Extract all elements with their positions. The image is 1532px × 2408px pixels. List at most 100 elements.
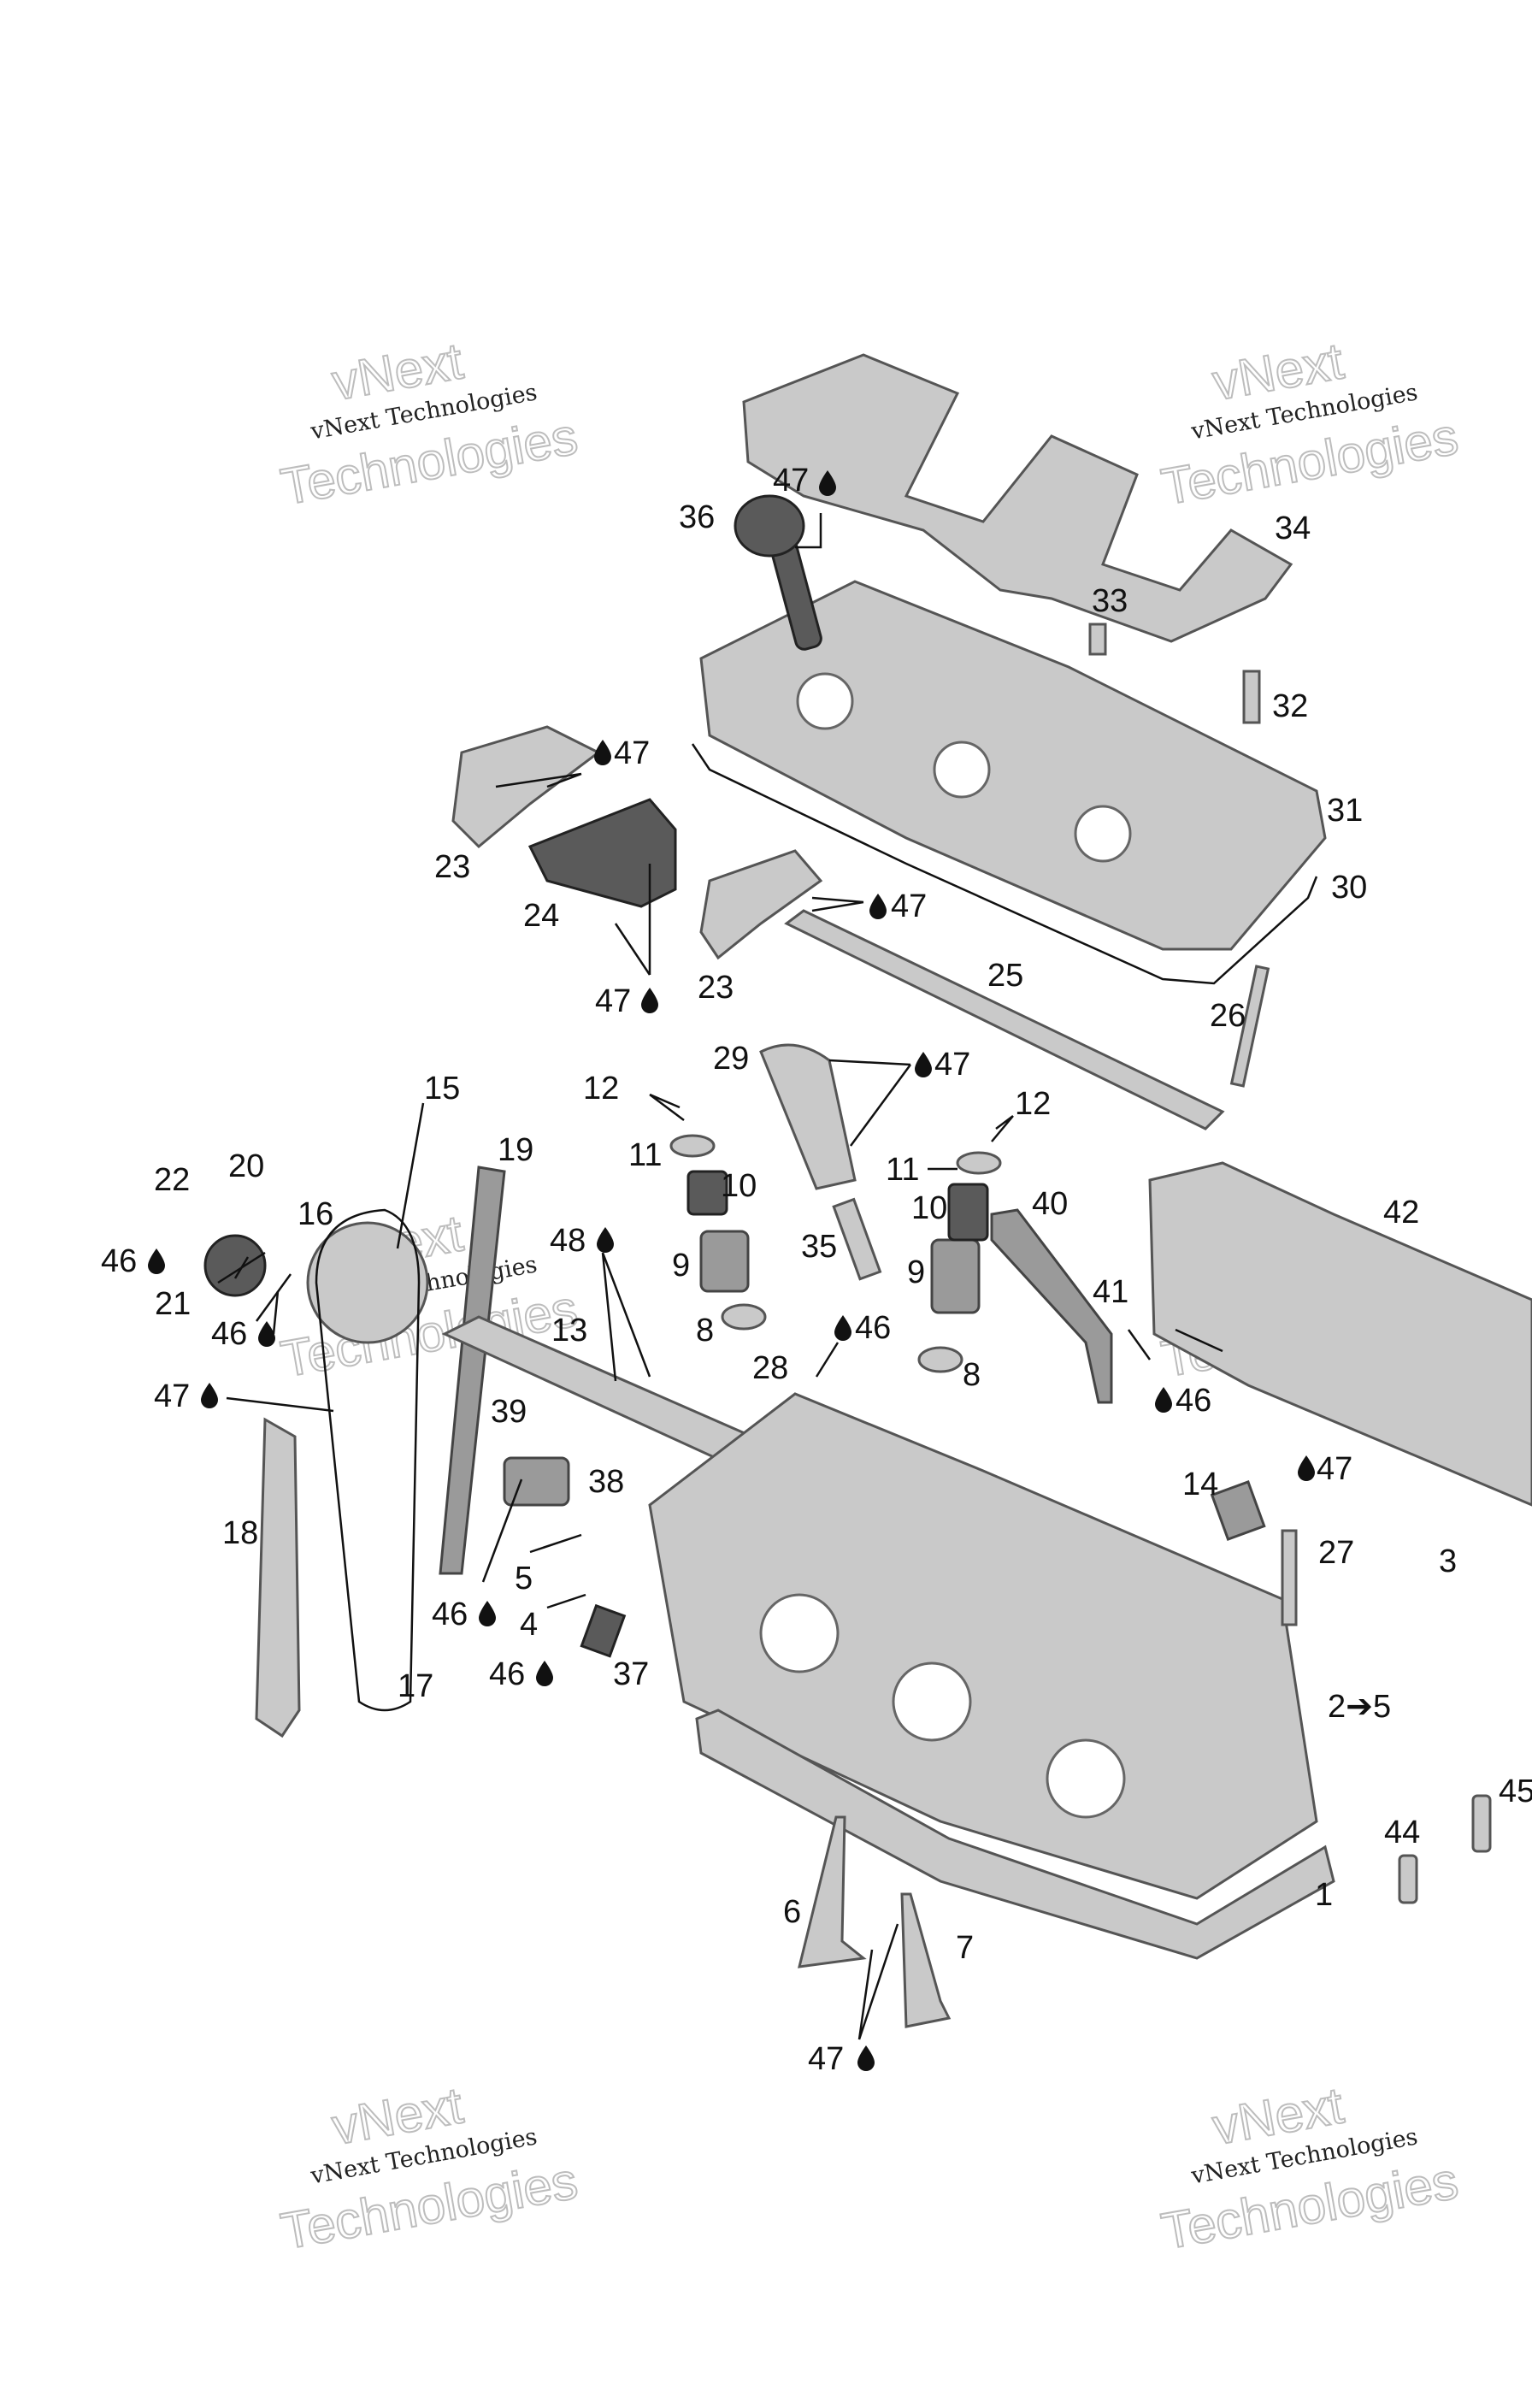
oil-drop-icon [834, 1315, 851, 1341]
part-27-stud [1281, 1529, 1298, 1626]
part-29-tube [759, 1043, 857, 1190]
part-20-tensioner [203, 1234, 267, 1297]
label-29: 29 [713, 1041, 749, 1077]
oil-drop-icon [594, 740, 611, 765]
part-32-bolt [1242, 670, 1261, 724]
label-16: 16 [298, 1196, 333, 1232]
label-47-chain: 47 [154, 1378, 190, 1414]
label-46-41: 46 [1176, 1383, 1211, 1419]
label-44: 44 [1384, 1815, 1420, 1850]
label-2: 2➔5 [1328, 1689, 1391, 1725]
label-41: 41 [1093, 1274, 1128, 1310]
label-4: 4 [520, 1607, 538, 1643]
label-18: 18 [222, 1515, 258, 1551]
label-25: 25 [987, 958, 1023, 994]
label-5: 5 [515, 1561, 533, 1596]
label-38: 38 [588, 1464, 624, 1500]
label-14: 14 [1182, 1467, 1218, 1502]
label-12b: 12 [1015, 1086, 1051, 1122]
label-37: 37 [613, 1656, 649, 1692]
label-23b: 23 [698, 970, 734, 1006]
label-32: 32 [1272, 688, 1308, 724]
label-47-r1: 47 [614, 735, 650, 771]
oil-drop-icon [819, 470, 836, 496]
part-17-chain [315, 1208, 421, 1712]
label-47-r2: 47 [891, 888, 927, 924]
label-6: 6 [783, 1894, 801, 1930]
oil-drop-icon [148, 1248, 165, 1274]
label-42: 42 [1383, 1195, 1419, 1231]
label-35: 35 [801, 1229, 837, 1265]
watermark-top-right: vNext vNext Technologies Technologies [1157, 331, 1464, 516]
leader-lines [217, 513, 1223, 2040]
part-10-spring-seat [947, 1183, 989, 1242]
oil-drop-icon [479, 1601, 496, 1626]
part-10-spring-seat [686, 1170, 728, 1216]
oil-drop-icon [1298, 1455, 1315, 1481]
part-38-sensor [503, 1456, 570, 1507]
part-8-seal [721, 1303, 767, 1331]
oil-drop-icon [536, 1661, 553, 1686]
label-47-14: 47 [1317, 1451, 1352, 1487]
watermark-bottom-left: vNext vNext Technologies Technologies [276, 2075, 583, 2261]
part-40-bracket [990, 1208, 1113, 1404]
part-26-bolt [1229, 965, 1270, 1088]
part-31-valve-cover [699, 580, 1327, 951]
label-33: 33 [1092, 583, 1128, 619]
label-17: 17 [398, 1668, 433, 1704]
part-24-rocker-arm [527, 798, 677, 908]
label-27: 27 [1318, 1535, 1354, 1571]
label-24: 24 [523, 898, 559, 934]
part-14-plate [1210, 1480, 1266, 1541]
label-31: 31 [1327, 793, 1363, 829]
label-1: 1 [1315, 1877, 1333, 1913]
label-8a: 8 [696, 1313, 714, 1349]
part-36-coil-head [734, 494, 805, 558]
part-45-dowel [1471, 1794, 1492, 1853]
label-12a: 12 [583, 1071, 619, 1107]
oil-drop-icon [857, 2045, 875, 2071]
oil-drop-icon [1155, 1387, 1172, 1413]
label-47-29: 47 [934, 1047, 970, 1083]
watermark-bottom-right: vNext vNext Technologies Technologies [1157, 2075, 1464, 2261]
part-23-rocker-support [451, 725, 601, 849]
part-11-retainer [956, 1151, 1002, 1175]
label-26: 26 [1210, 998, 1246, 1034]
label-11a: 11 [628, 1137, 662, 1173]
label-21: 21 [155, 1286, 191, 1322]
label-7: 7 [956, 1930, 974, 1966]
label-47-24: 47 [595, 983, 631, 1019]
label-46-28: 46 [855, 1310, 891, 1346]
label-10b: 10 [911, 1190, 947, 1226]
part-42-intake-manifold [1148, 1161, 1532, 1507]
part-7-valve [900, 1892, 952, 2028]
label-48: 48 [550, 1223, 586, 1259]
oil-drop-icon [258, 1321, 275, 1347]
label-36: 36 [679, 499, 715, 535]
watermark-top-left: vNext vNext Technologies Technologies [276, 331, 583, 516]
label-9b: 9 [907, 1254, 925, 1290]
label-23a: 23 [434, 849, 470, 885]
part-1-head-gasket [695, 1709, 1335, 1960]
part-34-cover [742, 353, 1293, 643]
cover-hole [933, 741, 991, 799]
part-6-valve [798, 1815, 867, 1968]
part-18-chain-guide [255, 1417, 301, 1738]
label-47-top: 47 [773, 463, 809, 499]
label-10a: 10 [721, 1168, 757, 1204]
label-9a: 9 [672, 1248, 690, 1284]
label-30: 30 [1331, 870, 1367, 906]
label-13: 13 [551, 1313, 587, 1349]
oil-drop-icon [201, 1383, 218, 1408]
oil-drop-icon [869, 894, 887, 919]
cover-hole [1074, 805, 1132, 863]
label-3: 3 [1439, 1543, 1457, 1579]
label-28: 28 [752, 1350, 788, 1386]
label-39: 39 [491, 1394, 527, 1430]
label-46-4: 46 [489, 1656, 525, 1692]
head-port [759, 1593, 840, 1673]
oil-drop-icon [915, 1052, 932, 1077]
part-labels: 1 2➔5 3 4 5 6 7 8 8 9 9 10 10 11 11 12 1… [101, 463, 1532, 2077]
part-15-sprocket [306, 1221, 429, 1344]
